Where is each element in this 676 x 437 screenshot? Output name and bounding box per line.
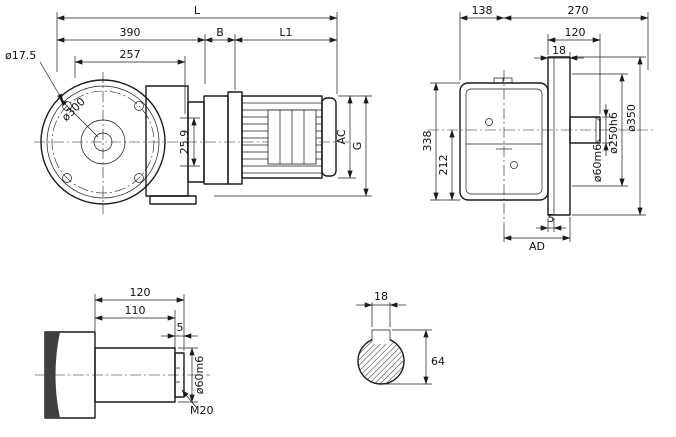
dim-257: 257 (74, 48, 186, 114)
dim-338: 338 (421, 82, 460, 201)
output-flange (547, 56, 571, 216)
dim-64-section: 64 (384, 329, 445, 385)
dim-label-18-front: 18 (552, 44, 566, 57)
dim-138: 138 (459, 4, 505, 80)
gear-housing-front-face (40, 79, 166, 205)
dim-label-64-section: 64 (431, 355, 445, 368)
dim-5-front: 5 (536, 212, 566, 232)
oil-plug (485, 118, 493, 126)
lifting-lug (493, 77, 504, 84)
keyway-slot-mask (372, 330, 390, 344)
dim-270: 270 (503, 4, 649, 70)
dim-bolt-hole: ø17.5 (5, 49, 64, 102)
dim-label-338: 338 (421, 131, 434, 152)
bolt-hole (62, 173, 72, 183)
shaft-detail-view: 120 110 5 ø60m6 M20 (35, 286, 214, 419)
dim-label-L: L (194, 4, 201, 17)
dim-110-shaft: 110 (94, 304, 176, 351)
dim-250h6: ø250h6 (572, 73, 628, 187)
dim-label-60m6-front: ø60m6 (591, 144, 604, 182)
dim-label-AC: AC (335, 129, 348, 144)
bolt-hole (134, 173, 144, 183)
dim-M20: M20 (181, 389, 214, 417)
dim-chain-390-B-L1: 390 B L1 (56, 26, 338, 90)
dim-label-5-front: 5 (548, 212, 555, 225)
bolt-hole (134, 101, 144, 111)
shaft-section-circle (357, 337, 405, 385)
dim-label-390: 390 (120, 26, 141, 39)
dim-G: G (214, 95, 372, 197)
dim-120-shaft: 120 (94, 286, 185, 351)
dim-label-M20: M20 (190, 404, 214, 417)
dim-60m6-front: ø60m6 (591, 104, 612, 182)
oil-plug (510, 161, 518, 169)
dim-label-flange-pilot: ø300 (59, 95, 88, 124)
dim-60m6-shaft: ø60m6 (178, 347, 206, 403)
dim-label-B: B (216, 26, 224, 39)
motor-core-lines (279, 110, 305, 164)
dim-offset-25-9: 25.9 (178, 117, 200, 167)
dim-label-18-section: 18 (374, 290, 388, 303)
dim-212: 212 (437, 129, 455, 201)
lifting-lug (502, 77, 513, 84)
dim-label-120-shaft: 120 (130, 286, 151, 299)
dim-label-110-shaft: 110 (125, 304, 146, 317)
dim-label-60m6-shaft: ø60m6 (193, 356, 206, 394)
dim-label-L1: L1 (279, 26, 292, 39)
dim-label-250h6: ø250h6 (607, 112, 620, 154)
dim-AD: AD (503, 217, 571, 253)
tapped-hole (176, 367, 184, 383)
motor-flange (227, 91, 243, 185)
motor (227, 91, 337, 185)
dim-label-25-9: 25.9 (178, 130, 191, 155)
dim-label-212: 212 (437, 155, 450, 176)
keyway-slot (371, 329, 391, 341)
dim-label-270: 270 (568, 4, 589, 17)
dim-label-138: 138 (472, 4, 493, 17)
front-view: 138 270 120 18 338 212 (421, 4, 656, 253)
side-view: ø300 ø17.5 L 390 B L1 257 (5, 4, 372, 214)
shaft-end-step (174, 352, 185, 398)
dim-18-section: 18 (356, 290, 406, 327)
shaft-break-section (45, 332, 60, 418)
dim-label-120-front: 120 (565, 26, 586, 39)
dim-label-G: G (351, 142, 364, 151)
shaft-section-view: 18 64 (356, 290, 445, 385)
dim-18-front: 18 (534, 44, 584, 61)
dim-120-front: 120 (547, 26, 601, 114)
dim-flange-pilot: ø300 (59, 95, 99, 138)
dim-label-5-shaft: 5 (177, 321, 184, 334)
dim-label-257: 257 (120, 48, 141, 61)
dim-label-bolt-hole: ø17.5 (5, 49, 36, 62)
housing-outline-circle (40, 79, 166, 205)
dim-AC: AC (335, 95, 372, 179)
output-shaft (569, 116, 601, 144)
mounting-foot (149, 195, 197, 205)
bolt-circle (51, 90, 155, 194)
dim-5-shaft: 5 (161, 321, 198, 339)
dim-label-AD: AD (529, 240, 545, 253)
dim-label-350: ø350 (625, 104, 638, 132)
fan-cover (321, 97, 337, 177)
dim-350: ø350 (572, 56, 646, 216)
